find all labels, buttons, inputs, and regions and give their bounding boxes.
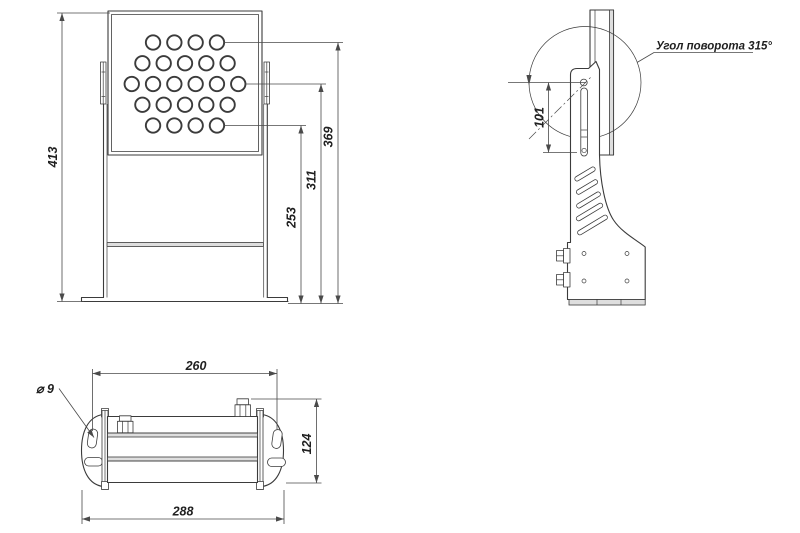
led-lens: [219, 96, 236, 113]
led-lens: [187, 75, 204, 93]
vent-slots: [574, 166, 608, 236]
led-lens: [144, 117, 162, 134]
led-lens: [208, 117, 226, 134]
led-lens: [134, 55, 151, 72]
pivot-centerline: [528, 76, 592, 140]
rotation-note-label: Угол поворота 315°: [656, 41, 772, 53]
base-plate: [568, 299, 646, 306]
left-foot: [80, 296, 105, 303]
dim-hole-dia-label: ⌀ 9: [36, 382, 54, 396]
front-view: 413 369 311 253: [46, 10, 343, 304]
led-lens: [219, 55, 236, 72]
crossbar: [106, 242, 264, 247]
left-end-plate: [80, 413, 104, 488]
cable-glands-bottom: [117, 398, 251, 434]
led-panel: [107, 10, 263, 156]
led-lens: [187, 117, 204, 134]
led-lens: [208, 34, 226, 51]
led-lens: [208, 75, 226, 93]
led-lens: [230, 75, 247, 93]
mount-slot: [267, 457, 286, 467]
led-lens: [198, 96, 215, 113]
cable-glands-side: [556, 248, 571, 288]
mount-slot: [84, 457, 103, 467]
led-lens: [123, 75, 140, 93]
right-end-plate: [261, 413, 286, 488]
hinge-tabs: [100, 61, 270, 105]
dim-overall-height-label: 413: [46, 147, 60, 169]
led-lens: [176, 55, 194, 72]
bottom-dimensions: 260 288 124 ⌀ 9: [36, 359, 322, 524]
led-lens: [166, 117, 183, 134]
stand-legs: [80, 103, 289, 303]
led-lens: [155, 96, 172, 113]
dim-mount-spacing-label: 260: [185, 359, 207, 373]
right-foot: [266, 296, 289, 303]
rotation-direction-arrow: [526, 75, 532, 86]
led-lens: [144, 34, 162, 51]
bracket: [556, 60, 646, 306]
led-lens: [187, 34, 204, 51]
led-lens: [166, 34, 183, 51]
mount-slot: [271, 429, 283, 449]
dim-pivot-height-label: 101: [533, 107, 547, 128]
rotation-note: Угол поворота 315°: [636, 41, 772, 63]
led-lens: [155, 55, 172, 72]
led-lens: [198, 55, 215, 72]
led-grid: [123, 34, 247, 134]
dim-depth-label: 124: [300, 434, 314, 455]
led-lens: [166, 75, 183, 93]
dim-overall-width-label: 288: [172, 505, 194, 519]
side-dimensions: 101: [533, 82, 577, 153]
dim-bottom-row-label: 253: [285, 207, 299, 229]
bracket-holes: [581, 251, 630, 284]
led-lens: [176, 96, 194, 113]
bottom-view: 260 288 124 ⌀ 9: [36, 359, 322, 524]
dim-mid-row-label: 311: [305, 170, 319, 190]
front-dimensions: 413 369 311 253: [46, 12, 343, 304]
side-view: 101 Угол поворота 315°: [508, 9, 772, 306]
dim-top-row-label: 369: [322, 127, 336, 148]
led-lens: [144, 75, 162, 93]
led-lens: [134, 96, 151, 113]
